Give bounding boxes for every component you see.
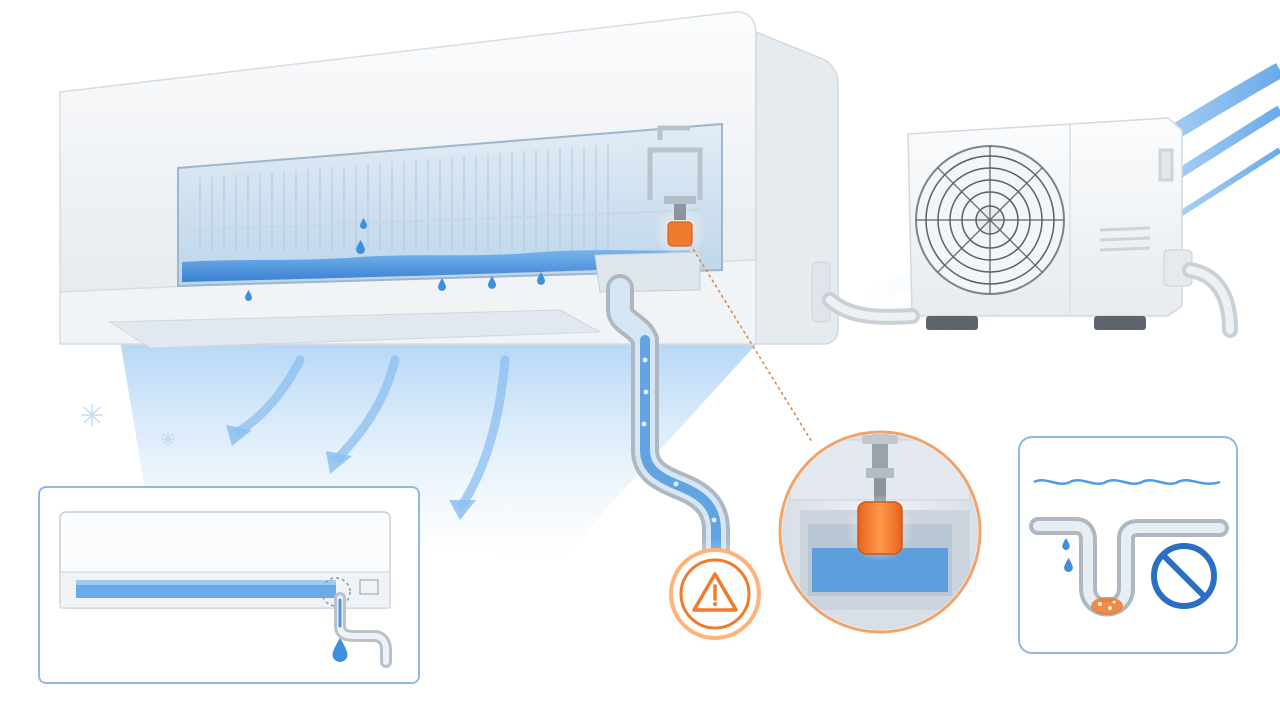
mounting-feet bbox=[926, 316, 1146, 330]
mini-drain-pipe bbox=[334, 592, 392, 668]
water-surface-line bbox=[1033, 479, 1221, 485]
inset-unit-overview bbox=[38, 486, 420, 684]
water-droplet-icon bbox=[332, 638, 348, 662]
drain-outlet-highlight bbox=[321, 577, 351, 607]
refrigerant-lines bbox=[822, 262, 1238, 338]
airflow-arrow-1 bbox=[226, 425, 252, 446]
float-switch bbox=[654, 196, 706, 258]
clog bbox=[1091, 597, 1123, 615]
snowflake-icon bbox=[81, 404, 175, 446]
evaporator-coil bbox=[199, 144, 609, 250]
callout-line bbox=[689, 243, 813, 443]
side-vents bbox=[1099, 148, 1174, 252]
indoor-unit bbox=[59, 11, 839, 349]
water-droplet-icon bbox=[1062, 538, 1073, 572]
fan-grille-icon bbox=[915, 145, 1065, 295]
no-entry-icon bbox=[1151, 543, 1217, 609]
inset-blocked-trap bbox=[1018, 436, 1238, 654]
drain-pipe bbox=[606, 274, 730, 562]
outdoor-unit bbox=[907, 117, 1193, 330]
drain-pan-water bbox=[182, 250, 690, 282]
airflow-arrow-2 bbox=[326, 451, 352, 474]
alert-marker bbox=[659, 538, 771, 650]
cutaway-window bbox=[177, 122, 723, 301]
warning-triangle-icon bbox=[692, 572, 738, 612]
pipework-top bbox=[647, 125, 703, 200]
airflow-arrow-3 bbox=[449, 500, 476, 520]
float-switch-magnifier bbox=[778, 430, 982, 634]
